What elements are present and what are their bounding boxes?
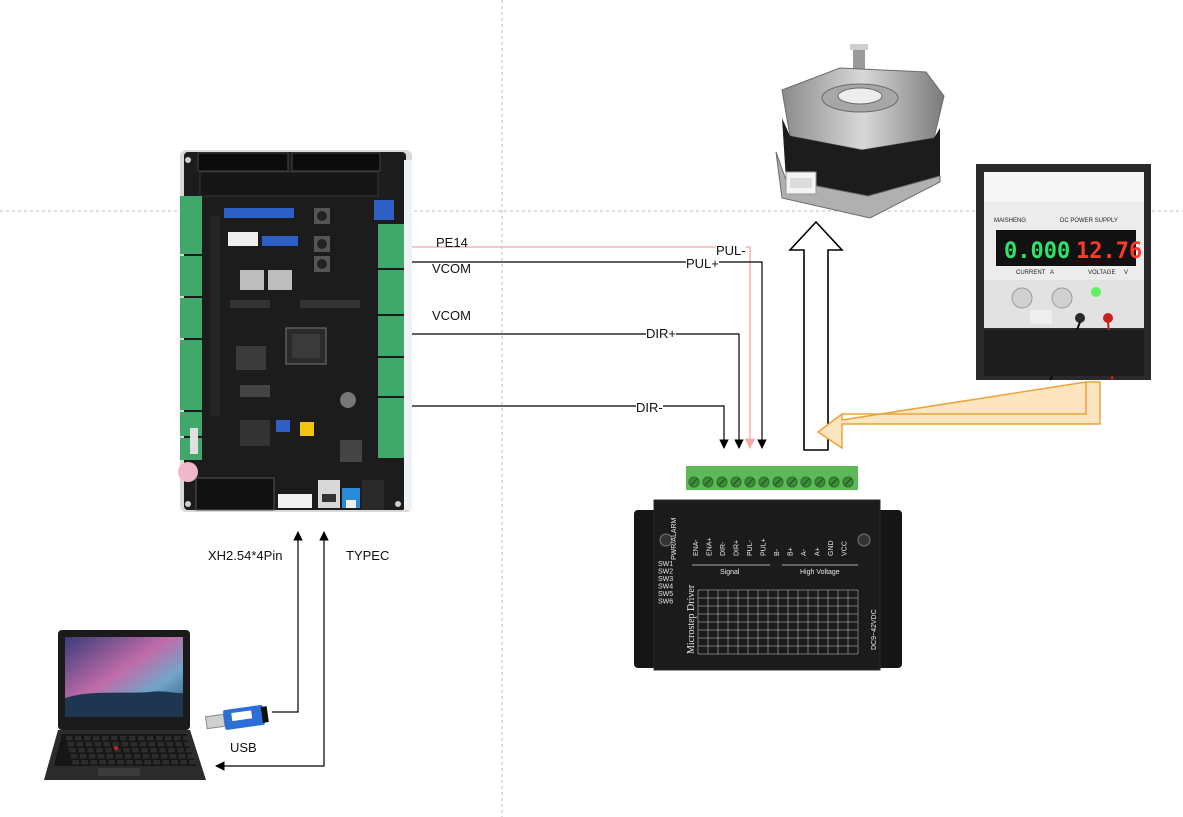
terminal-label: VCC: [842, 541, 849, 556]
wire-vcom-dir: [412, 333, 744, 449]
high-voltage-label: High Voltage: [800, 569, 840, 576]
microstep-driver: Signal High Voltage PWR/ALARM Microstep …: [634, 466, 902, 671]
power-to-driver-arrow: [816, 381, 1101, 450]
usb-wires: [215, 531, 329, 771]
terminal-label: GND: [828, 540, 835, 556]
laptop: [44, 630, 206, 780]
sw-label: SW3: [658, 576, 673, 583]
pul-plus-label: PUL+: [686, 256, 719, 271]
terminal-label: DIR-: [720, 541, 727, 556]
psu-brand: MAISHENG: [994, 218, 1026, 224]
controller-board: [178, 150, 412, 512]
voltage-unit: V: [1124, 270, 1128, 276]
sw-label: SW5: [658, 591, 673, 598]
vcom-label-pul: VCOM: [432, 261, 471, 276]
power-supply: MAISHENG DC POWER SUPPLY 0.000 12.76 CUR…: [976, 164, 1151, 381]
signal-label: Signal: [720, 569, 740, 576]
voltage-display: 12.76: [1076, 239, 1142, 264]
terminal-label: PUL+: [761, 538, 768, 556]
sw-label: SW6: [658, 599, 673, 606]
terminal-label: A+: [815, 547, 822, 556]
terminal-label: ENA-: [693, 539, 700, 556]
dir-minus-label: DIR-: [636, 400, 663, 415]
vcom-label-dir: VCOM: [432, 308, 471, 323]
pwr-alarm-label: PWR/ALARM: [671, 517, 678, 560]
terminal-label: PUL-: [747, 539, 754, 556]
terminal-label: ENA+: [707, 538, 714, 556]
dir-plus-label: DIR+: [646, 326, 676, 341]
voltage-range: DC9~42VDC: [871, 609, 878, 650]
wire-dir-minus: [412, 405, 729, 449]
stepper-motor: [775, 44, 945, 219]
current-unit: A: [1050, 270, 1054, 276]
xh-connector-label: XH2.54*4Pin: [208, 548, 283, 563]
terminal-label: DIR+: [734, 540, 741, 556]
voltage-label: VOLTAGE: [1088, 270, 1115, 276]
sw-label: SW4: [658, 584, 673, 591]
current-label: CURRENT: [1016, 270, 1046, 276]
pe14-label: PE14: [436, 235, 468, 250]
wire-typec-to-laptop: [215, 531, 329, 771]
psu-model: DC POWER SUPPLY: [1060, 218, 1118, 224]
pul-minus-label: PUL-: [716, 243, 746, 258]
driver-name: Microstep Driver: [686, 584, 697, 654]
terminal-label: B-: [774, 548, 781, 556]
signal-wires: [412, 246, 767, 450]
usb-dongle: [204, 705, 269, 730]
terminal-label: B+: [788, 547, 795, 556]
sw-label: SW1: [658, 561, 673, 568]
driver-to-motor-arrow: [788, 220, 844, 451]
sw-label: SW2: [658, 569, 673, 576]
current-display: 0.000: [1004, 239, 1070, 264]
usb-label: USB: [230, 740, 257, 755]
terminal-label: A-: [801, 548, 808, 556]
typec-label: TYPEC: [346, 548, 390, 563]
wire-pe14: [412, 246, 756, 450]
wire-vcom-pul: [412, 261, 767, 449]
